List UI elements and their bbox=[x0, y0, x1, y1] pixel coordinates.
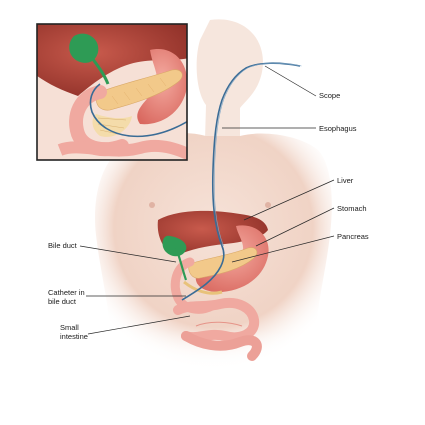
leader-lines bbox=[79, 65, 335, 335]
label-catheter-line1: Catheter in bbox=[48, 288, 85, 297]
label-scope: Scope bbox=[319, 91, 340, 100]
label-small-intestine-line1: Small bbox=[60, 323, 79, 332]
scope-tube bbox=[181, 62, 302, 301]
small-intestine-shape bbox=[173, 298, 262, 361]
label-esophagus: Esophagus bbox=[319, 124, 357, 133]
label-stomach: Stomach bbox=[337, 204, 367, 213]
label-catheter-line2: bile duct bbox=[48, 297, 77, 306]
labels: Scope Esophagus Liver Stomach Pancreas B… bbox=[48, 91, 369, 341]
label-bile-duct: Bile duct bbox=[48, 241, 78, 250]
body-silhouette bbox=[80, 19, 340, 390]
label-small-intestine-line2: intestine bbox=[60, 332, 88, 341]
label-pancreas: Pancreas bbox=[337, 232, 369, 241]
inset-closeup bbox=[36, 23, 188, 161]
label-liver: Liver bbox=[337, 176, 354, 185]
gallbladder-shape bbox=[162, 235, 187, 257]
